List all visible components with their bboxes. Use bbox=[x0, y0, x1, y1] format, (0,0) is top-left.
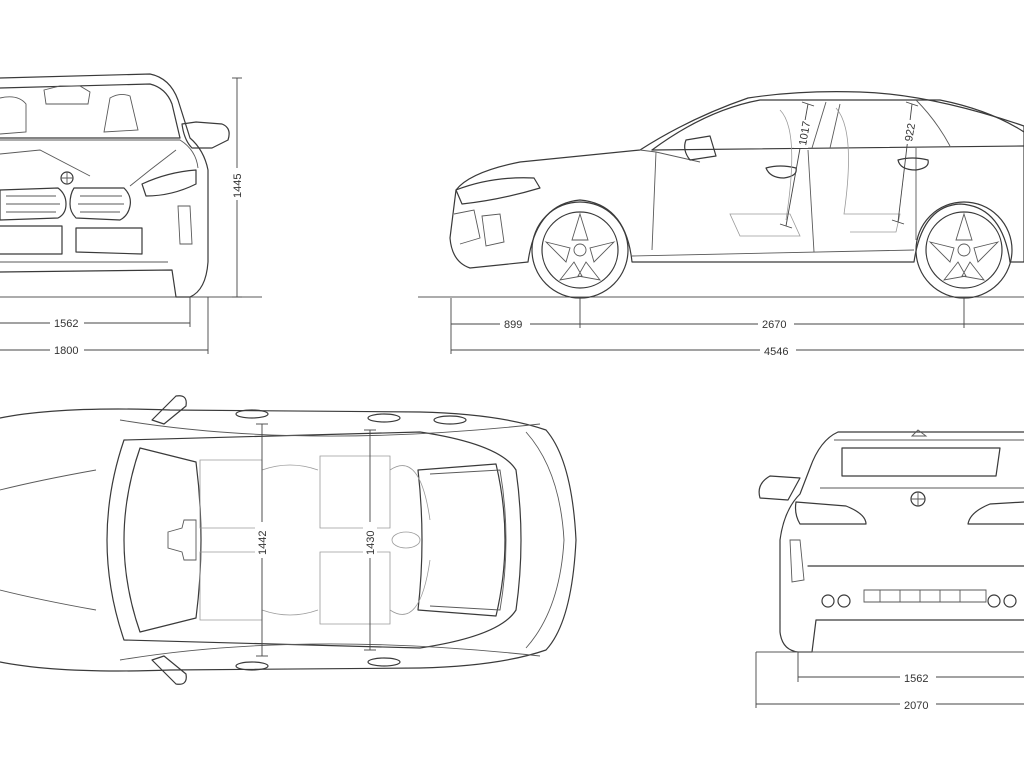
front-headlight bbox=[141, 169, 197, 197]
rear-exhaust-3 bbox=[987, 594, 1001, 608]
rear-taillight-right bbox=[967, 501, 1024, 525]
side-window-outline bbox=[651, 99, 1024, 151]
top-body-outline bbox=[0, 408, 577, 672]
side-front-overhang-label: 899 bbox=[504, 319, 522, 331]
side-front-headroom-label: 1017 bbox=[797, 120, 813, 146]
front-windshield bbox=[0, 83, 181, 139]
rear-exhaust-1 bbox=[821, 594, 835, 608]
top-mirror-left bbox=[151, 395, 187, 425]
front-grille-right bbox=[69, 187, 131, 221]
front-height-label: 1445 bbox=[232, 174, 244, 198]
front-view: 1445 1562 1800 bbox=[0, 73, 262, 357]
top-mirror-right bbox=[151, 655, 187, 685]
front-track-label: 1562 bbox=[54, 318, 78, 330]
top-rear-shoulder-label: 1430 bbox=[365, 531, 377, 555]
rear-taillight-left bbox=[794, 501, 867, 525]
top-front-shoulder-label: 1442 bbox=[257, 531, 269, 555]
front-grille-left bbox=[0, 187, 67, 221]
rear-track-label: 1562 bbox=[904, 673, 928, 685]
side-length-label: 4546 bbox=[764, 346, 788, 358]
rear-window bbox=[841, 447, 1001, 477]
side-wheelbase-label: 2670 bbox=[762, 319, 786, 331]
rear-exhaust-4 bbox=[1003, 594, 1017, 608]
side-front-door-handle bbox=[765, 165, 797, 179]
front-width-label: 1800 bbox=[54, 345, 78, 357]
rear-exhaust-2 bbox=[837, 594, 851, 608]
side-rear-door-handle bbox=[897, 157, 929, 171]
top-roof-outline bbox=[106, 431, 522, 649]
rear-mirror bbox=[758, 475, 801, 501]
rear-body-outline bbox=[779, 431, 1024, 653]
side-body-outline bbox=[449, 91, 1024, 269]
rear-width-label: 2070 bbox=[904, 700, 928, 712]
rear-view: 1562 2070 bbox=[755, 429, 1024, 712]
top-view: 1442 1430 bbox=[0, 395, 577, 685]
side-rear-headroom-label: 922 bbox=[903, 122, 918, 142]
front-body-outline bbox=[0, 73, 209, 298]
side-mirror bbox=[684, 135, 717, 161]
front-mirror bbox=[181, 121, 230, 149]
side-rear-wheel bbox=[915, 201, 1013, 299]
side-front-wheel bbox=[531, 201, 629, 299]
side-view: 1017 922 899 2670 4546 bbox=[418, 91, 1024, 358]
